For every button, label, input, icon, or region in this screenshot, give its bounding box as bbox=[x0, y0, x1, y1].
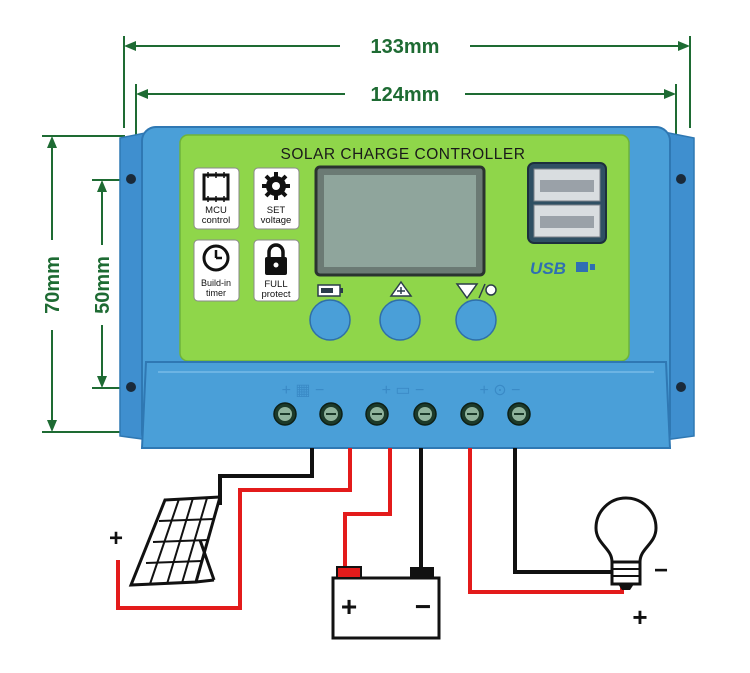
wire-solar-red bbox=[116, 448, 352, 610]
chip-icon bbox=[202, 172, 230, 202]
up-arrow-icon bbox=[389, 280, 413, 297]
load-minus-label: − bbox=[654, 557, 668, 584]
feature-full-line2: protect bbox=[261, 289, 290, 300]
dimension-width-133: 133mm bbox=[123, 36, 691, 128]
battery-minus-label: − bbox=[415, 591, 431, 622]
usb-symbol-icon bbox=[576, 262, 595, 272]
terminal-label-solar: + ▦ − bbox=[282, 382, 325, 399]
feature-mcu: MCU control bbox=[193, 167, 240, 230]
mount-hole-top-left bbox=[126, 174, 136, 184]
up-button[interactable] bbox=[379, 299, 421, 341]
height-70-label: 70mm bbox=[42, 256, 64, 314]
wire-battery-red bbox=[343, 448, 392, 570]
feature-set-line1: SET bbox=[267, 205, 286, 216]
usb-ports bbox=[527, 162, 607, 244]
terminal-screw-load-minus bbox=[507, 402, 531, 426]
gear-icon bbox=[262, 172, 290, 200]
solar-panel-icon bbox=[128, 495, 223, 587]
feature-full-line1: FULL bbox=[264, 279, 287, 290]
lock-icon bbox=[265, 243, 287, 275]
panel-title: SOLAR CHARGE CONTROLLER bbox=[281, 146, 526, 163]
mount-hole-top-right bbox=[676, 174, 686, 184]
light-bulb-icon bbox=[594, 496, 658, 590]
dimension-width-124: 124mm bbox=[135, 84, 677, 165]
control-panel: SOLAR CHARGE CONTROLLER USB bbox=[179, 134, 630, 362]
feature-timer-line1: Build-in bbox=[201, 278, 231, 288]
dimension-height-50: 50mm bbox=[92, 179, 127, 389]
terminal-screws bbox=[273, 402, 531, 426]
solar-plus-label: + bbox=[109, 525, 123, 552]
width-133-label: 133mm bbox=[371, 36, 440, 58]
wire-load-black bbox=[513, 448, 612, 574]
feature-timer: Build-in timer bbox=[193, 239, 240, 302]
feature-timer-line2: timer bbox=[206, 288, 226, 298]
terminal-screw-solar-plus bbox=[273, 402, 297, 426]
terminal-screw-solar-minus bbox=[319, 402, 343, 426]
terminal-screw-battery-minus bbox=[413, 402, 437, 426]
clock-icon bbox=[202, 244, 230, 272]
terminal-block: + ▦ − + ▭ − + ⊙ − bbox=[140, 361, 672, 449]
mount-hole-bottom-left bbox=[126, 382, 136, 392]
feature-mcu-line2: control bbox=[202, 215, 231, 226]
battery-plus-label: + bbox=[341, 591, 357, 622]
feature-full-protect: FULL protect bbox=[253, 239, 300, 302]
battery-menu-icon bbox=[317, 284, 343, 297]
terminal-label-load: + ⊙ − bbox=[480, 382, 521, 399]
down-arrow-bulb-icon bbox=[455, 283, 497, 300]
terminal-cover bbox=[140, 361, 672, 449]
usb-label: USB bbox=[530, 259, 566, 278]
width-124-label: 124mm bbox=[371, 84, 440, 106]
feature-set-line2: voltage bbox=[261, 215, 292, 226]
terminal-screw-load-plus bbox=[460, 402, 484, 426]
lcd-display-area bbox=[324, 175, 476, 267]
feature-set-voltage: SET voltage bbox=[253, 167, 300, 230]
feature-mcu-line1: MCU bbox=[205, 205, 227, 216]
terminal-screw-battery-plus bbox=[365, 402, 389, 426]
load-plus-label: + bbox=[632, 602, 647, 632]
down-button[interactable] bbox=[455, 299, 497, 341]
battery-icon bbox=[331, 566, 441, 640]
mount-hole-bottom-right bbox=[676, 382, 686, 392]
menu-button[interactable] bbox=[309, 299, 351, 341]
height-50-label: 50mm bbox=[92, 256, 114, 314]
wire-solar-black bbox=[218, 448, 314, 505]
terminal-label-battery: + ▭ − bbox=[382, 382, 425, 399]
